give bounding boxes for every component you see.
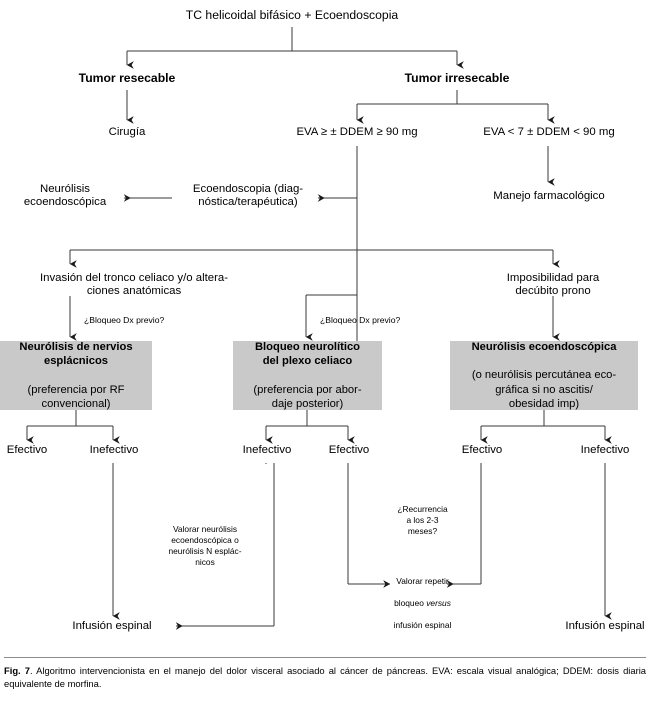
node-infusion-espinal-izq: Infusión espinal	[72, 620, 152, 632]
note-valorar-neurolisis: Valorar neurólisis ecoendoscópica o neur…	[168, 524, 242, 568]
figure-number: Fig. 7	[4, 665, 30, 676]
box-title-plexo-celiaco: Bloqueo neurolítico del plexo celiaco	[254, 341, 361, 368]
outcome-efectivo-centro: Efectivo	[328, 444, 370, 456]
caption-divider	[4, 657, 646, 658]
outcome-inefectivo-centro: Inefectivo	[242, 444, 292, 456]
box-title-esplacnicos: Neurólisis de nervios esplácnicos	[19, 341, 133, 368]
box-bloqueo-plexo-celiaco[interactable]: Bloqueo neurolítico del plexo celiaco (p…	[233, 341, 382, 410]
note-valorar-repetir-l2a: bloqueo	[394, 598, 427, 609]
node-neurolisis-ecoendoscopica: Neurólisis ecoendoscópica	[23, 183, 107, 209]
note-valorar-repetir-l1: Valorar repetir	[396, 576, 449, 587]
outcome-efectivo-der: Efectivo	[461, 444, 503, 456]
box-detail-esplacnicos: (preferencia por RF convencional)	[27, 383, 125, 410]
node-eva-alta: EVA ≥ ± DDEM ≥ 90 mg	[296, 126, 418, 138]
node-ecoendoscopia: Ecoendoscopia (diag- nóstica/terapéutica…	[192, 183, 304, 209]
outcome-inefectivo-izq: Inefectivo	[89, 444, 139, 456]
node-tumor-irresecable: Tumor irresecable	[404, 71, 510, 85]
box-title-ecoendoscopica: Neurólisis ecoendoscópica	[471, 341, 617, 354]
node-infusion-espinal-der: Infusión espinal	[565, 620, 645, 632]
node-root: TC helicoidal bifásico + Ecoendoscopia	[185, 8, 399, 22]
node-invasion-tronco-celiaco: Invasión del tronco celiaco y/o altera- …	[39, 272, 229, 298]
figure-caption-text: . Algoritmo intervencionista en el manej…	[4, 665, 647, 690]
box-neurolisis-nervios-esplacnicos[interactable]: Neurólisis de nervios esplácnicos (prefe…	[0, 341, 152, 410]
outcome-efectivo-izq: Efectivo	[6, 444, 48, 456]
label-bloqueo-dx-previo-centro: ¿Bloqueo Dx previo?	[320, 315, 401, 325]
note-valorar-repetir-versus: versus	[426, 598, 451, 609]
box-detail-plexo-celiaco: (preferencia por abor- daje posterior)	[253, 383, 362, 410]
outcome-inefectivo-der: Inefectivo	[580, 444, 630, 456]
label-bloqueo-dx-previo-izq: ¿Bloqueo Dx previo?	[84, 315, 165, 325]
node-imposibilidad-decubito: Imposibilidad para decúbito prono	[506, 272, 600, 298]
note-valorar-repetir: Valorar repetir bloqueo versus infusión …	[375, 565, 470, 643]
note-valorar-repetir-l3: infusión espinal	[393, 620, 452, 631]
note-valorar-repetir-l2: bloqueo versus	[375, 598, 470, 609]
figure-caption: Fig. 7. Algoritmo intervencionista en el…	[4, 664, 646, 691]
node-manejo-farmacologico: Manejo farmacológico	[493, 190, 605, 202]
node-eva-baja: EVA < 7 ± DDEM < 90 mg	[483, 126, 615, 138]
box-detail-ecoendoscopica: (o neurólisis percutánea eco- gráfica si…	[471, 369, 617, 410]
node-cirugia: Cirugía	[108, 126, 146, 138]
node-tumor-resecable: Tumor resecable	[78, 71, 176, 85]
note-recurrencia: ¿Recurrencia a los 2-3 meses?	[397, 504, 448, 537]
box-neurolisis-ecoendoscopica[interactable]: Neurólisis ecoendoscópica (o neurólisis …	[450, 341, 638, 410]
